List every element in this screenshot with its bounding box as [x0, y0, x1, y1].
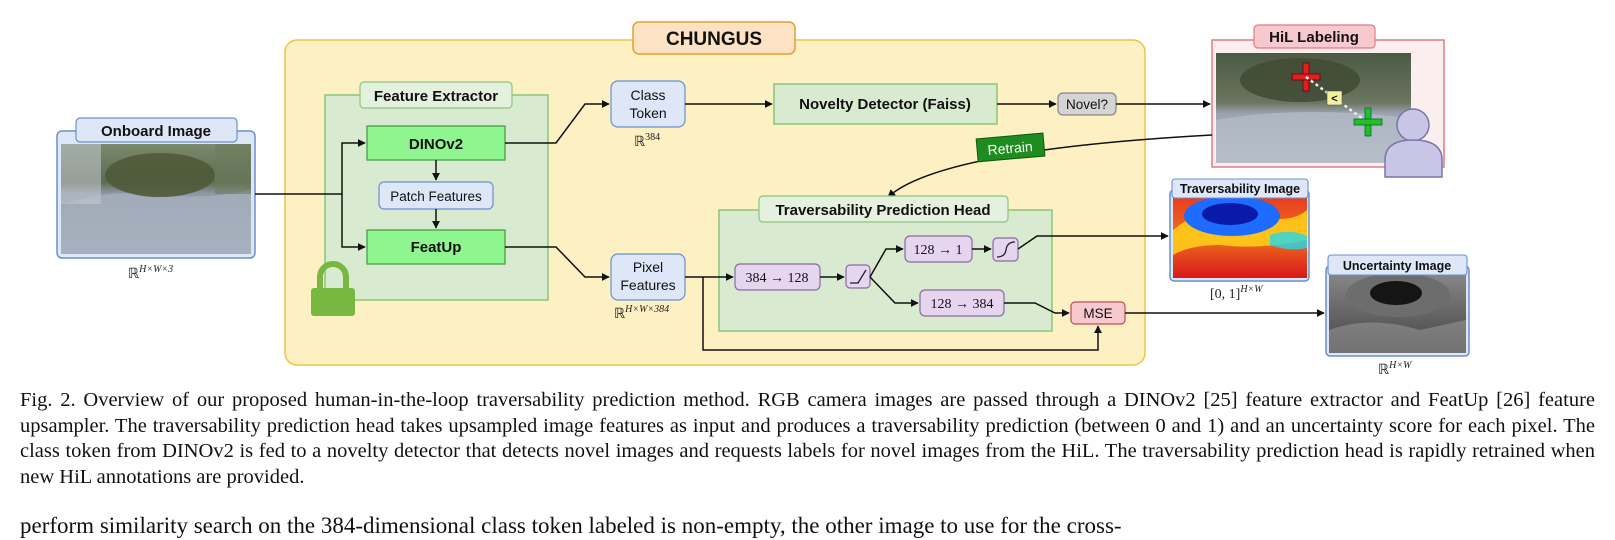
- traversability-image-title: Traversability Image: [1180, 182, 1300, 196]
- mse-label: MSE: [1083, 306, 1112, 321]
- feature-extractor-title-box: [359, 81, 513, 109]
- onboard-image-title: Onboard Image: [101, 123, 211, 140]
- class-token-line2: Token: [629, 105, 666, 121]
- architecture-diagram: CHUNGUS Feature Extractor DINOv2 Patch F…: [56, 21, 1470, 378]
- arrow-image-to-featup: [341, 194, 366, 251]
- layer-128-384-label: 128 → 384: [931, 297, 994, 312]
- connectors: [255, 100, 1325, 351]
- arrow-sigmoid-to-traversability: [1017, 232, 1169, 250]
- chungus-title: CHUNGUS: [666, 29, 762, 50]
- activation-1: [845, 264, 871, 289]
- lock-icon: [311, 261, 355, 316]
- hil-title-box: [1253, 24, 1376, 49]
- arrow-activation-to-layer-b: [869, 276, 919, 307]
- feature-extractor-title: Feature Extractor: [374, 88, 498, 105]
- person-icon: [1384, 108, 1443, 178]
- relu-icon: [850, 269, 867, 284]
- chungus-title-box: [632, 21, 796, 55]
- uncertainty-image-title-box: [1327, 254, 1468, 276]
- pixel-features-line1: Pixel: [633, 259, 663, 275]
- traversability-image-dim: [0, 1]H×W: [1210, 284, 1264, 302]
- onboard-image-title-box: [75, 117, 238, 143]
- dinov2-label: DINOv2: [409, 136, 463, 153]
- arrow-featup-to-pixel-features: [505, 246, 610, 281]
- pixel-features-line2: Features: [620, 277, 675, 293]
- traversability-image: [1173, 196, 1307, 278]
- uncertainty-image-title: Uncertainty Image: [1343, 259, 1451, 273]
- traversability-image-title-box: [1171, 178, 1309, 199]
- arrow-activation-to-layer-a: [869, 245, 904, 278]
- hil-title: HiL Labeling: [1269, 29, 1359, 46]
- arrow-image-to-extractor: [255, 139, 366, 195]
- tph-title: Traversability Prediction Head: [775, 202, 990, 219]
- positive-label-icon: [1353, 107, 1383, 137]
- uncertainty-image-dim: ℝH×W: [1378, 360, 1413, 378]
- sigmoid-icon: [996, 241, 1016, 258]
- retrain-label: Retrain: [987, 138, 1033, 158]
- onboard-image: [61, 144, 251, 254]
- featup-label: FeatUp: [411, 239, 462, 256]
- hil-comparison-badge: [1326, 90, 1343, 106]
- body-text-fragment: perform similarity search on the 384-dim…: [20, 513, 1122, 538]
- class-token-dim: ℝ384: [634, 132, 660, 150]
- patch-features-label: Patch Features: [390, 189, 482, 204]
- hil-image: [1216, 53, 1411, 163]
- arrow-layer-b-to-mse: [1004, 302, 1070, 317]
- class-token-line1: Class: [630, 87, 665, 103]
- layer-128-1-label: 128 → 1: [914, 243, 963, 258]
- hil-comparison-symbol: <: [1331, 93, 1337, 105]
- arrow-dinov2-to-class-token: [505, 100, 610, 144]
- novel-decision-label: Novel?: [1066, 97, 1108, 112]
- uncertainty-image: [1329, 272, 1466, 353]
- retrain-badge: [975, 132, 1046, 163]
- figure-caption: Fig. 2. Overview of our proposed human-i…: [20, 389, 1595, 488]
- featup-block: [366, 229, 506, 265]
- tph-title-box: [758, 195, 1009, 223]
- onboard-image-dim: ℝH×W×3: [128, 264, 173, 282]
- pixel-features-dim: ℝH×W×384: [614, 304, 669, 322]
- arrow-pixel-skip-to-mse: [702, 277, 1102, 351]
- novelty-detector-label: Novelty Detector (Faiss): [799, 96, 971, 113]
- layer-384-128-label: 384 → 128: [746, 271, 809, 286]
